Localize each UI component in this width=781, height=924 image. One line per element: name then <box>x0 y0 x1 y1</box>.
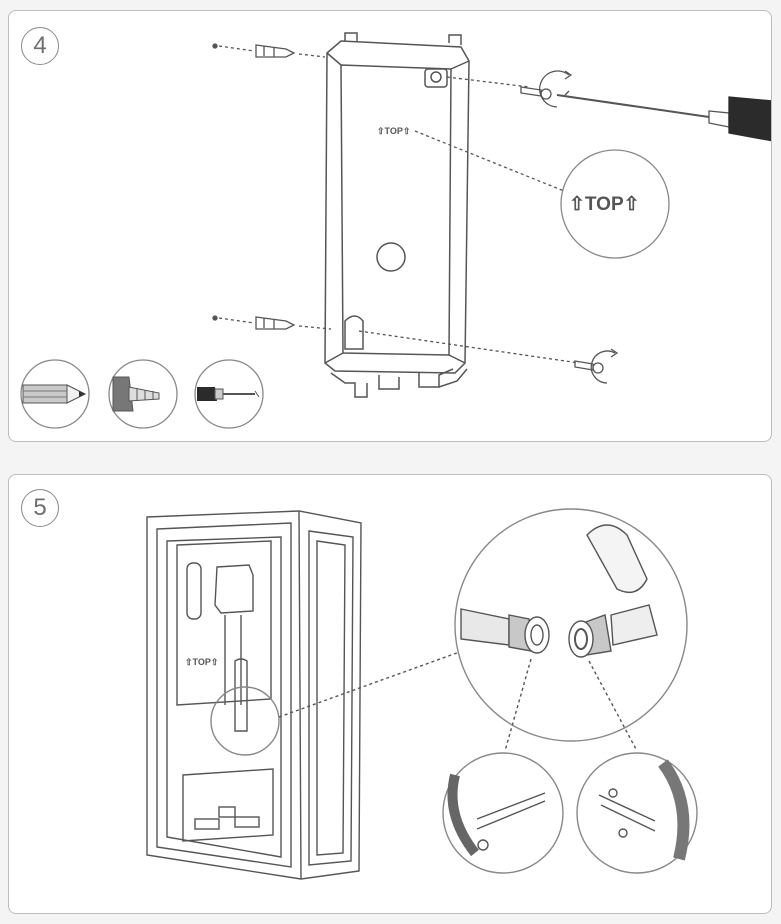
wall-anchor-bottom <box>218 316 332 330</box>
rotate-arrow-icon <box>539 70 570 108</box>
connector-zoom <box>454 508 688 742</box>
step-number: 4 <box>33 32 47 59</box>
screwdriver-illustration <box>556 90 771 142</box>
step-4-illustration: ⇧TOP⇧ ⇧TOP⇧ <box>20 32 771 429</box>
wall-plug-screw-icon <box>108 359 178 429</box>
step-number-badge: 5 <box>21 489 59 527</box>
top-label-large: ⇧TOP⇧ <box>569 194 640 215</box>
doorbell-housing <box>146 510 362 880</box>
top-label-small: ⇧TOP⇧ <box>185 657 218 667</box>
mounting-bracket <box>324 32 470 398</box>
screw-bottom <box>574 360 604 374</box>
inner-module <box>176 540 274 842</box>
top-label-small: ⇧TOP⇧ <box>377 126 410 136</box>
step-number: 5 <box>33 494 47 521</box>
step-5-illustration: ⇧TOP⇧ <box>146 508 698 880</box>
screw-top <box>520 86 552 100</box>
step-5-panel: 5 <box>8 474 772 914</box>
wall-anchor-top <box>218 44 326 58</box>
pencil-icon <box>20 359 90 429</box>
connector-detail-right <box>576 752 698 874</box>
screwdriver-icon <box>194 359 264 429</box>
step-4-panel: 4 <box>8 10 772 442</box>
step-number-badge: 4 <box>21 27 59 65</box>
rotate-arrow-icon <box>590 350 616 384</box>
connector-detail-left <box>442 752 564 874</box>
